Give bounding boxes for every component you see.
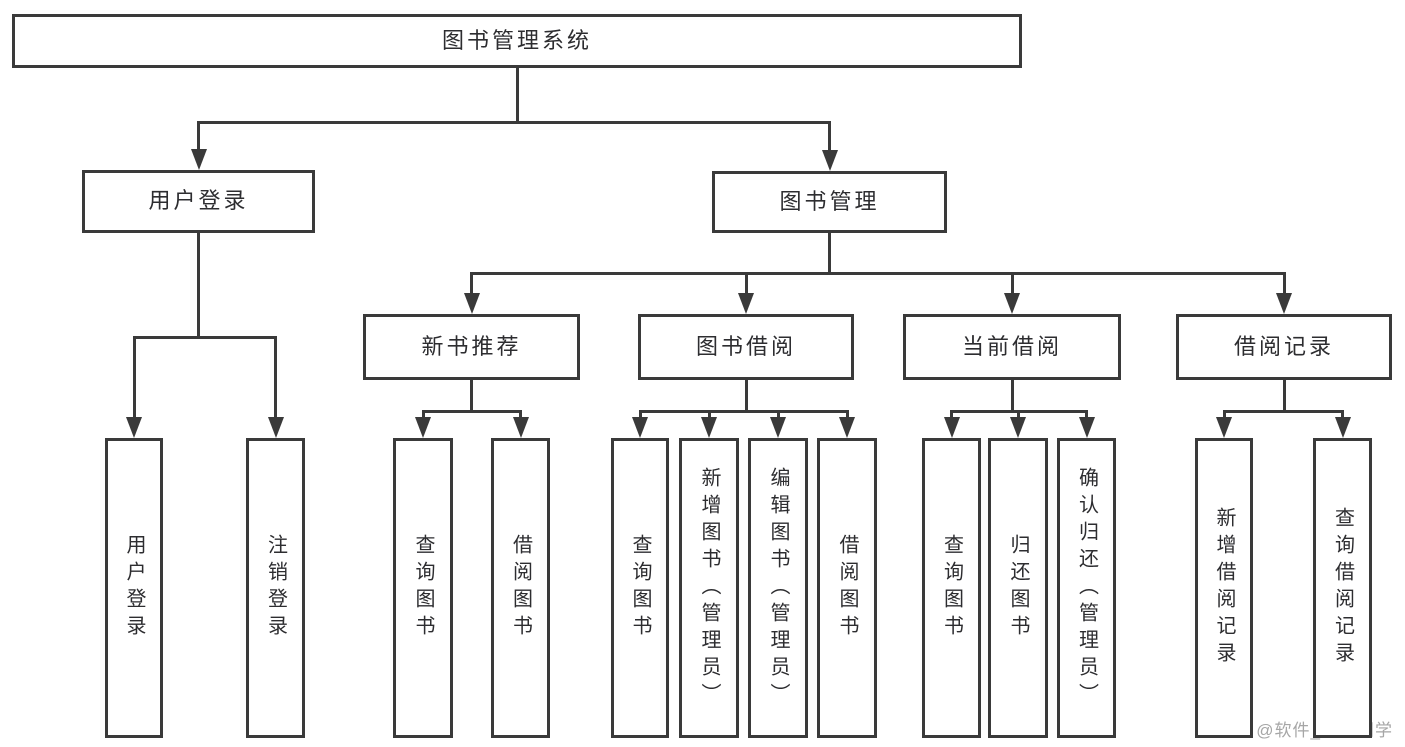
arrow-down-icon [1216, 417, 1232, 438]
connector-line-vertical [1010, 380, 1014, 413]
node-logout: 注销登录 [246, 438, 305, 738]
node-nb-borrow: 借阅图书 [491, 438, 550, 738]
connector-line-vertical [845, 410, 849, 422]
node-root: 图书管理系统 [12, 14, 1022, 68]
arrow-down-icon [1004, 293, 1020, 314]
connector-line-vertical [828, 121, 831, 155]
connector-line-vertical [1085, 410, 1088, 422]
connector-line-vertical [828, 233, 831, 275]
node-label: 新书推荐 [421, 333, 522, 359]
arrow-down-icon [415, 417, 431, 438]
connector-line-vertical [470, 380, 473, 413]
node-label: 用户登录 [148, 188, 249, 214]
connector-line-vertical [519, 410, 522, 422]
connector-line-horizontal [1222, 410, 1344, 413]
connector-line-vertical [132, 336, 136, 422]
connector-line-horizontal [638, 410, 849, 413]
node-cb-confirm: 确认归还（管理员） [1057, 438, 1116, 738]
node-label: 图书借阅 [695, 333, 796, 359]
node-br-add: 新增借阅记录 [1195, 438, 1253, 738]
arrow-down-icon [126, 417, 142, 438]
node-book-mgmt: 图书管理 [712, 171, 947, 233]
connector-line-horizontal [197, 121, 831, 124]
node-label: 用户登录 [123, 534, 145, 642]
node-cb-return: 归还图书 [988, 438, 1048, 738]
node-bb-add: 新增图书（管理员） [679, 438, 739, 738]
node-label: 确认归还（管理员） [1075, 466, 1098, 710]
node-login: 用户登录 [105, 438, 163, 738]
arrow-down-icon [839, 417, 855, 438]
node-nb-query: 查询图书 [393, 438, 453, 738]
arrow-down-icon [1276, 293, 1292, 314]
node-br-query: 查询借阅记录 [1313, 438, 1372, 738]
connector-line-vertical [197, 233, 200, 339]
node-label: 借阅图书 [509, 534, 532, 642]
arrow-down-icon [190, 149, 207, 170]
arrow-down-icon [267, 417, 284, 438]
connector-line-vertical [1282, 272, 1286, 298]
node-label: 编辑图书（管理员） [767, 466, 789, 710]
connector-line-vertical [1016, 410, 1020, 422]
connector-line-vertical [950, 410, 953, 422]
connector-line-horizontal [132, 336, 277, 339]
node-book-borrow: 图书借阅 [638, 314, 854, 380]
connector-line-vertical [1341, 410, 1344, 422]
connector-line-vertical [515, 68, 519, 124]
arrow-down-icon [512, 417, 529, 438]
connector-line-vertical [744, 272, 748, 298]
node-user-login: 用户登录 [82, 170, 315, 233]
arrow-down-icon [943, 417, 960, 438]
arrow-down-icon [463, 293, 480, 314]
node-current-borrow: 当前借阅 [903, 314, 1121, 380]
arrow-down-icon [632, 417, 648, 438]
node-label: 图书管理系统 [441, 27, 592, 53]
node-label: 查询图书 [629, 534, 651, 642]
arrow-down-icon [770, 417, 786, 438]
node-label: 新增图书（管理员） [698, 466, 720, 710]
connector-line-vertical [421, 410, 425, 422]
connector-line-vertical [1010, 272, 1014, 298]
node-label: 新增借阅记录 [1213, 507, 1235, 669]
node-label: 注销登录 [264, 534, 287, 642]
node-label: 查询借阅记录 [1331, 507, 1354, 669]
node-label: 借阅图书 [836, 534, 858, 642]
node-bb-borrow: 借阅图书 [817, 438, 877, 738]
connector-line-vertical [197, 121, 200, 154]
connector-line-horizontal [421, 410, 522, 413]
arrow-down-icon [1078, 417, 1095, 438]
node-borrow-records: 借阅记录 [1176, 314, 1392, 380]
arrow-down-icon [738, 293, 754, 314]
connector-line-vertical [744, 380, 748, 413]
connector-line-vertical [707, 410, 711, 422]
connector-line-vertical [1282, 380, 1286, 413]
node-label: 查询图书 [412, 534, 434, 642]
connector-line-vertical [470, 272, 473, 298]
node-cb-query: 查询图书 [922, 438, 981, 738]
node-label: 借阅记录 [1233, 333, 1334, 359]
node-new-book-rec: 新书推荐 [363, 314, 580, 380]
connector-line-vertical [776, 410, 780, 422]
node-label: 图书管理 [779, 188, 880, 214]
node-label: 当前借阅 [961, 333, 1062, 359]
arrow-down-icon [701, 417, 717, 438]
arrow-down-icon [1010, 417, 1026, 438]
connector-line-horizontal [470, 272, 1286, 275]
node-label: 查询图书 [940, 534, 963, 642]
connector-line-vertical [1222, 410, 1226, 422]
node-label: 归还图书 [1007, 534, 1029, 642]
arrow-down-icon [1334, 417, 1351, 438]
connector-line-vertical [274, 336, 277, 422]
node-bb-edit: 编辑图书（管理员） [748, 438, 808, 738]
arrow-down-icon [821, 150, 838, 171]
connector-line-vertical [638, 410, 642, 422]
node-bb-query: 查询图书 [611, 438, 669, 738]
